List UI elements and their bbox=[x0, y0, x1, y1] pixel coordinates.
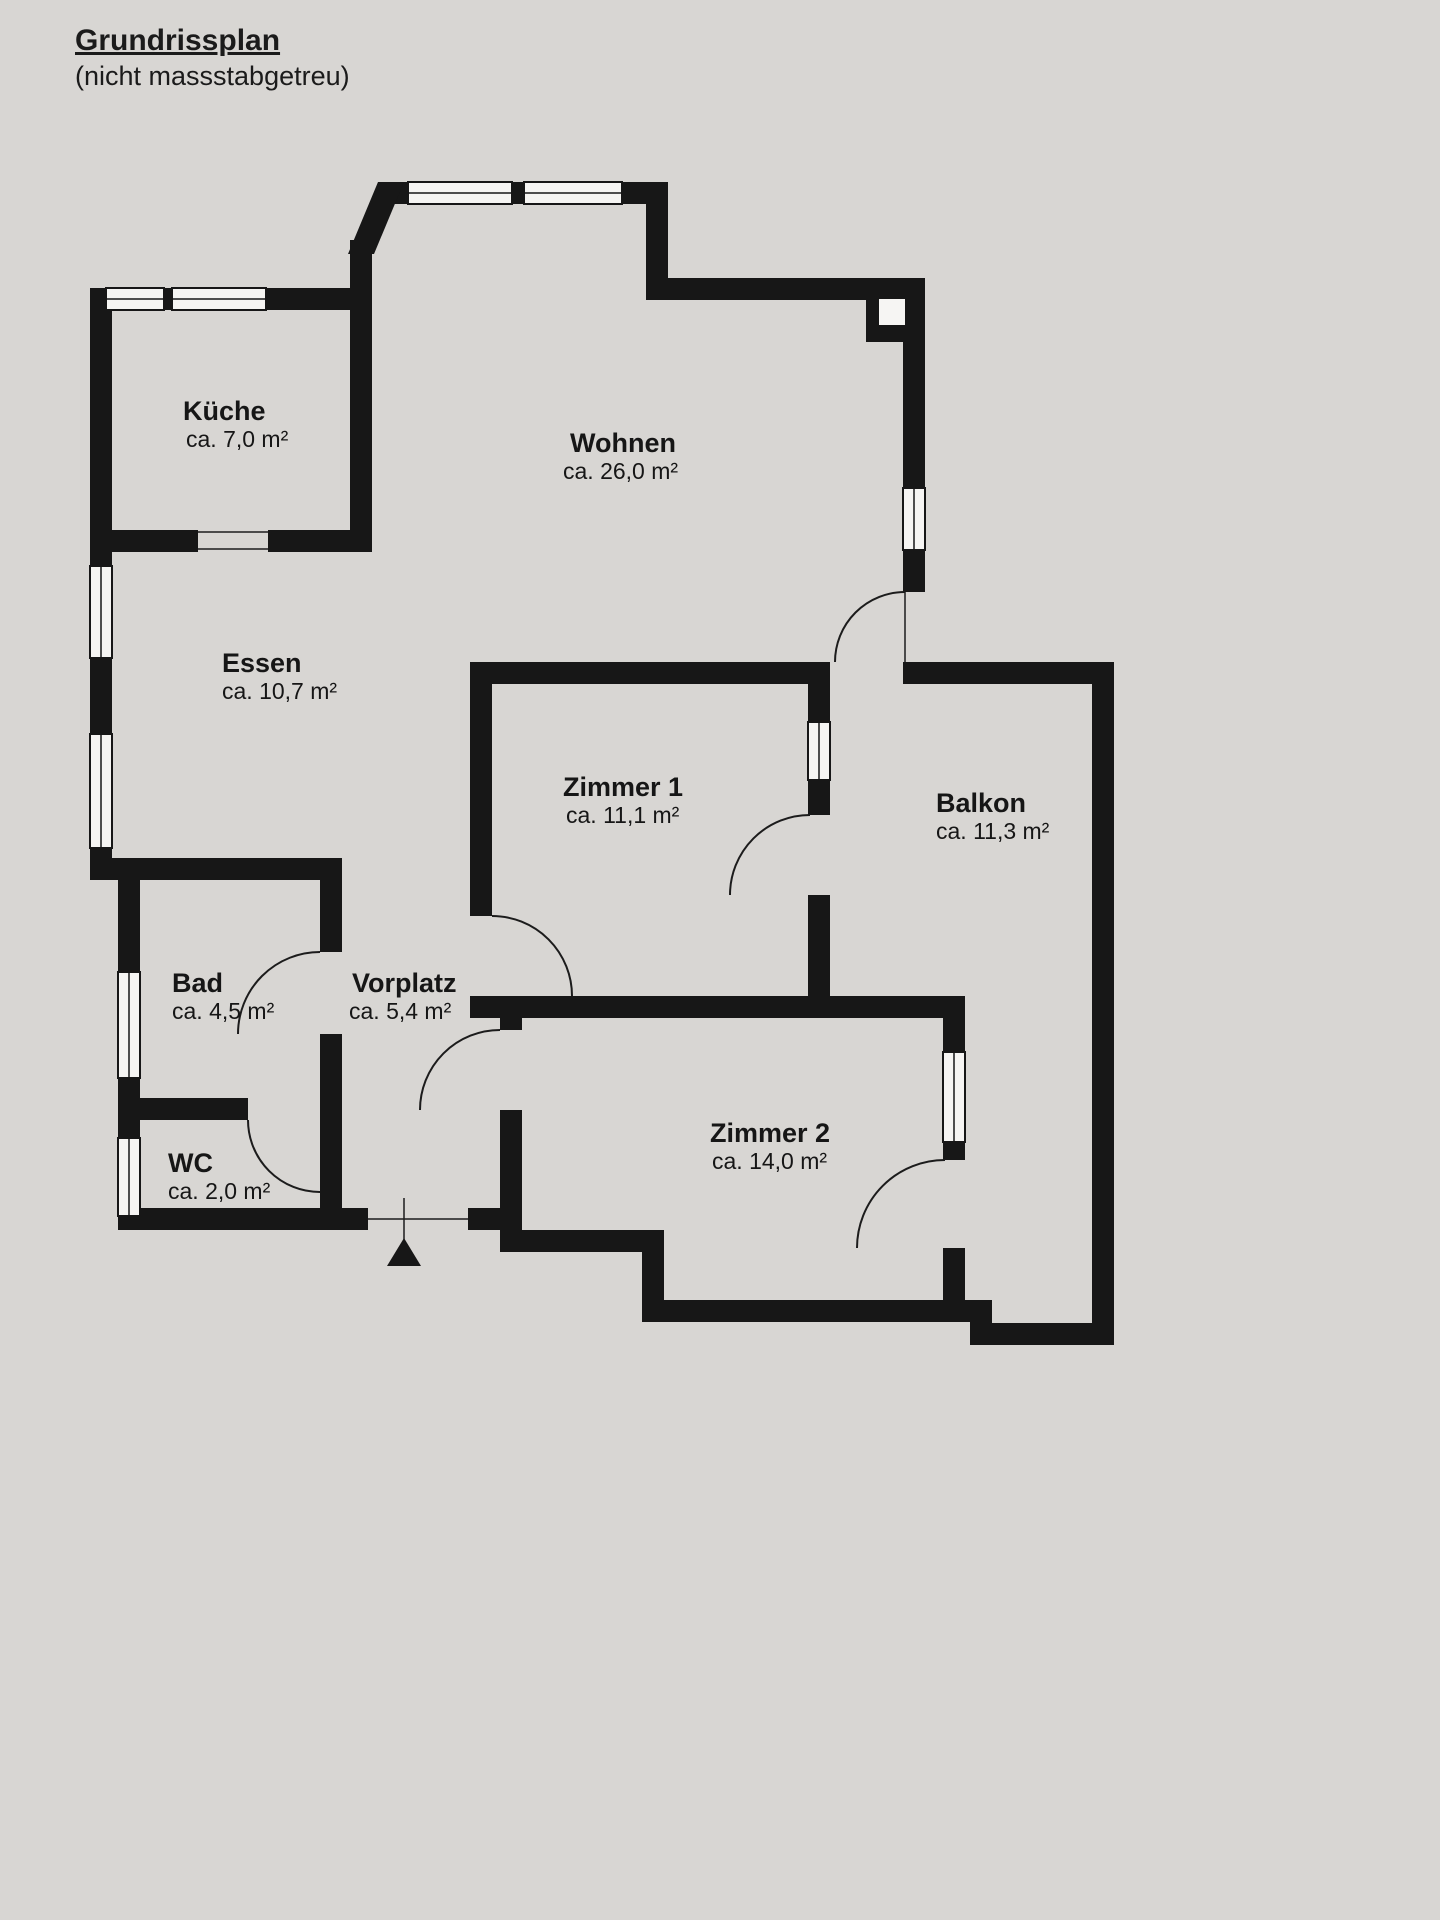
room-name: Wohnen bbox=[570, 428, 676, 458]
door-arc bbox=[237, 951, 321, 1035]
room-area: ca. 7,0 m² bbox=[186, 426, 289, 452]
entrance-marker bbox=[368, 1198, 468, 1266]
room-name: Bad bbox=[172, 968, 223, 998]
door-arc bbox=[834, 591, 906, 663]
room-label-bad: Bad ca. 4,5 m² bbox=[172, 968, 275, 1024]
room-name: Vorplatz bbox=[352, 968, 457, 998]
room-label-essen: Essen ca. 10,7 m² bbox=[222, 648, 337, 704]
room-area: ca. 4,5 m² bbox=[172, 998, 275, 1024]
door-arc bbox=[247, 1119, 321, 1193]
room-name: WC bbox=[168, 1148, 213, 1178]
entrance-arrow-icon bbox=[387, 1238, 421, 1266]
room-area: ca. 10,7 m² bbox=[222, 678, 337, 704]
floorplan-doors bbox=[198, 531, 946, 1249]
room-area: ca. 26,0 m² bbox=[563, 458, 678, 484]
room-area: ca. 5,4 m² bbox=[349, 998, 452, 1024]
door-arc bbox=[729, 814, 811, 896]
corner-window bbox=[877, 297, 907, 327]
room-label-wohnen: Wohnen ca. 26,0 m² bbox=[563, 428, 678, 484]
room-label-kueche: Küche ca. 7,0 m² bbox=[183, 396, 289, 452]
room-area: ca. 11,1 m² bbox=[566, 802, 680, 828]
room-label-zimmer-2: Zimmer 2 ca. 14,0 m² bbox=[710, 1118, 830, 1174]
room-label-vorplatz: Vorplatz ca. 5,4 m² bbox=[349, 968, 457, 1024]
room-labels: Küche ca. 7,0 m² Wohnen ca. 26,0 m² Esse… bbox=[168, 396, 1050, 1204]
room-label-zimmer-1: Zimmer 1 ca. 11,1 m² bbox=[563, 772, 683, 828]
room-name: Balkon bbox=[936, 788, 1026, 818]
door-arc bbox=[491, 915, 573, 997]
door-arc bbox=[419, 1029, 501, 1111]
room-area: ca. 11,3 m² bbox=[936, 818, 1050, 844]
room-name: Küche bbox=[183, 396, 266, 426]
room-label-wc: WC ca. 2,0 m² bbox=[168, 1148, 271, 1204]
room-name: Zimmer 2 bbox=[710, 1118, 830, 1148]
page-title: Grundrissplan bbox=[75, 24, 280, 57]
floorplan-walls bbox=[90, 182, 1114, 1345]
room-label-balkon: Balkon ca. 11,3 m² bbox=[936, 788, 1050, 844]
room-area: ca. 2,0 m² bbox=[168, 1178, 271, 1204]
door-arc bbox=[856, 1159, 946, 1249]
room-name: Essen bbox=[222, 648, 302, 678]
room-name: Zimmer 1 bbox=[563, 772, 683, 802]
floorplan-windows bbox=[89, 181, 966, 1217]
room-area: ca. 14,0 m² bbox=[712, 1148, 827, 1174]
page-subtitle: (nicht massstabgetreu) bbox=[75, 61, 350, 91]
